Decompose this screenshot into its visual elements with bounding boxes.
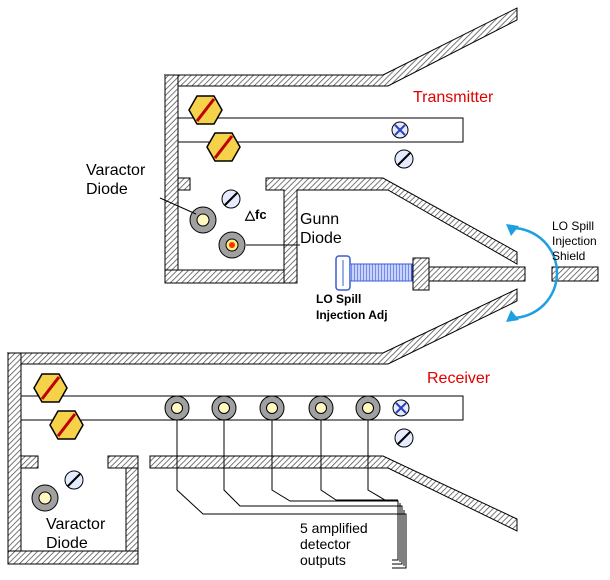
lo-adj-label-line2: Injection Adj [316,308,388,322]
lo-shield-label-line2: Injection [552,234,597,248]
detector-diode-icon [259,395,285,421]
detector-output-wires [176,420,407,569]
tuning-screw-icon[interactable] [49,410,84,440]
lo-spill-shaft [412,257,599,291]
transmitter-guide-lines [178,117,464,143]
tuning-screw-icon[interactable] [206,132,241,162]
outputs-label-line3: outputs [300,552,346,568]
tuning-screw-icon[interactable] [188,95,223,125]
shield-arc-arrow-bottom [506,310,519,322]
detector-diode-icon [164,395,190,421]
receiver-waveguide [6,288,518,565]
varactor-label-top-line2: Diode [86,181,128,198]
gunn-diode-icon [218,231,246,259]
tuning-screw-icon[interactable] [33,373,68,403]
outputs-label-line2: detector [300,536,351,552]
leader-lines-top [159,197,300,246]
slot-screw-icon[interactable] [64,470,84,490]
outputs-label-line1: 5 amplified [300,520,368,536]
transmitter-waveguide [163,7,518,284]
lo-spill-adjust-screw-icon[interactable] [335,255,413,291]
fc-label: △fc [244,207,267,222]
slot-screw-icon[interactable] [394,149,414,169]
slot-screw-icon[interactable] [394,428,414,448]
detector-diode-icon [308,395,334,421]
varactor-label-top-line1: Varactor [86,162,146,179]
varactor-label-bottom-line2: Diode [46,535,88,552]
varactor-diode-icon [31,484,59,512]
receiver-label: Receiver [427,370,491,387]
shield-arc-arrow-top [506,224,519,236]
shield-arc-icon [511,226,559,320]
lo-shield-label-line1: LO Spill [552,219,594,233]
slot-screw-icon[interactable] [221,189,241,209]
transmitter-label: Transmitter [413,89,494,106]
phillips-screw-icon[interactable] [392,399,410,417]
receiver-guide-lines [21,395,464,421]
varactor-label-bottom-line1: Varactor [46,516,106,533]
varactor-diode-icon [189,206,217,234]
gunn-label-line2: Diode [300,230,342,247]
phillips-screw-icon[interactable] [391,121,409,139]
lo-adj-label-line1: LO Spill [316,292,361,306]
detector-diode-icon [355,395,381,421]
lo-shield-label-line3: Shield [552,249,585,263]
detector-diodes [164,395,381,421]
gunn-label-line1: Gunn [300,211,339,228]
detector-diode-icon [211,395,237,421]
